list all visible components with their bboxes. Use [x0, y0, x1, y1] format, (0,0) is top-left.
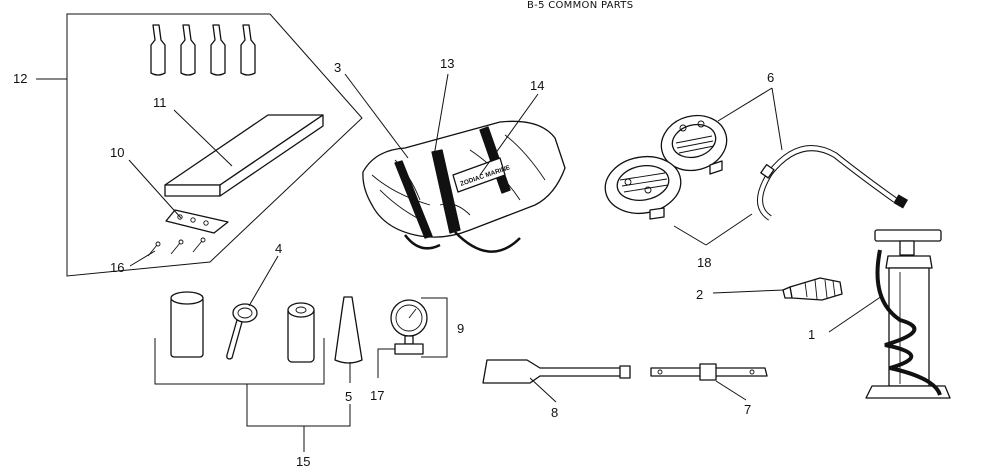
paddle-handle [650, 363, 768, 381]
repair-plate [165, 209, 229, 234]
pressure-gauge [377, 297, 448, 378]
callout-14: 14 [530, 78, 544, 93]
page-title: B-5 COMMON PARTS [527, 0, 634, 11]
callout-9: 9 [457, 321, 464, 336]
repair-kit-panel [66, 13, 363, 277]
callout-7: 7 [744, 402, 751, 417]
bottom-left-parts [154, 291, 363, 452]
callout-8: 8 [551, 405, 558, 420]
callout-11: 11 [153, 95, 167, 110]
valve-adapter [782, 277, 843, 301]
callout-16: 16 [110, 260, 124, 275]
callout-13: 13 [440, 56, 454, 71]
glue-tube-group [150, 24, 256, 76]
callout-15: 15 [296, 454, 310, 469]
screw-group [147, 237, 206, 257]
callout-3: 3 [334, 60, 341, 75]
carry-bag: ZODIAC MARINE [362, 120, 566, 253]
callout-17: 17 [370, 388, 384, 403]
paddle-blade [482, 359, 631, 384]
leader-lines [36, 73, 883, 403]
callout-1: 1 [808, 327, 815, 342]
pump-hose [757, 145, 909, 221]
callout-5: 5 [345, 389, 352, 404]
callout-18: 18 [697, 255, 711, 270]
valve-cap-upper [660, 114, 728, 175]
callout-10: 10 [110, 145, 124, 160]
callout-4: 4 [275, 241, 282, 256]
valve-cap-lower [604, 155, 682, 220]
callout-12: 12 [13, 71, 27, 86]
callout-6: 6 [767, 70, 774, 85]
callout-2: 2 [696, 287, 703, 302]
repair-fabric [164, 114, 324, 197]
hand-pump [865, 229, 951, 399]
callout-labels: 12 11 10 16 3 13 14 6 18 2 1 4 9 17 5 8 … [13, 56, 815, 469]
